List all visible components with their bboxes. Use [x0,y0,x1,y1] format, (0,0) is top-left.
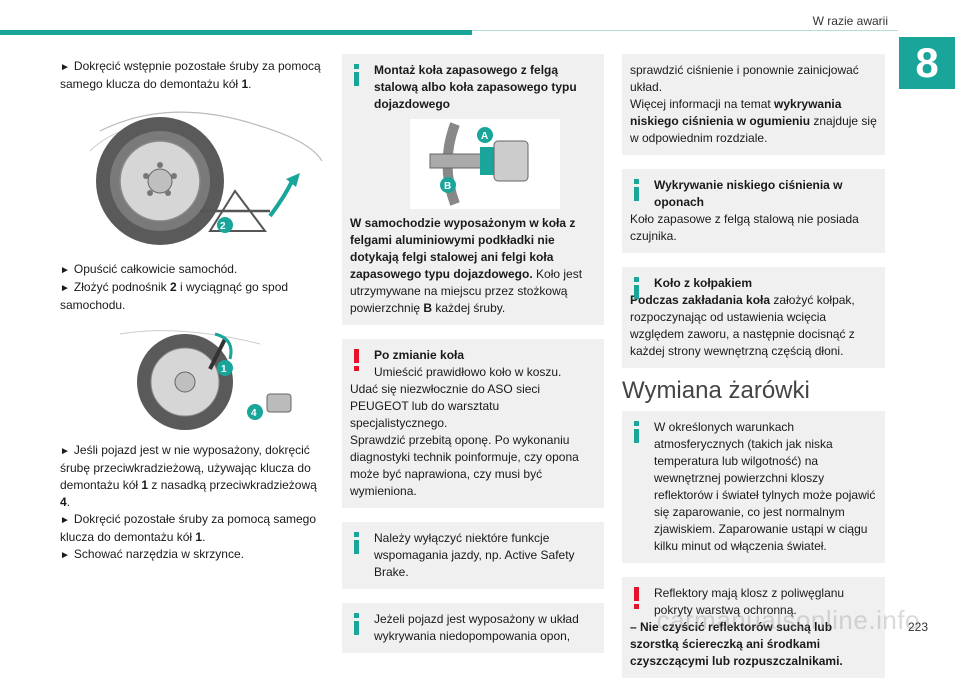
column-2: Montaż koła zapasowego z felgą stalową a… [342,54,604,667]
figure-bolt-washer: A B [410,119,560,209]
info-box-low-pressure: Wykrywanie niskiego ciśnienia w oponach … [622,169,885,253]
info-icon [354,64,359,86]
section-header: W razie awarii [812,14,888,28]
instruction-1: ►Dokręcić wstępnie pozostałe śruby za po… [60,59,321,91]
figure-label-2: 2 [220,221,226,232]
box-title: Montaż koła zapasowego z felgą stalową a… [374,63,577,111]
box-body: W określonych warunkach atmosferycznych … [654,420,876,553]
box-body: W samochodzie wyposażonym w koła z felga… [350,216,583,315]
section-heading: Wymiana żarówki [622,377,810,404]
top-accent-bar [0,30,472,35]
box-body: Należy wyłączyć niektóre funkcje wspomag… [374,531,575,579]
box-body: Koło zapasowe z felgą stalową nie posiad… [630,212,859,243]
instruction-6: ►Schować narzędzia w skrzynce. [60,547,244,561]
info-icon [354,532,359,554]
figure-label-b: B [444,181,452,192]
info-box-condensation: W określonych warunkach atmosferycznych … [622,411,885,563]
triangle-right-icon: ► [60,62,70,73]
box-title: Koło z kołpakiem [654,276,753,290]
triangle-right-icon: ► [60,515,70,526]
chapter-badge: 8 [899,37,955,89]
figure-wrench-antitheft: 1 4 [60,324,326,432]
info-icon [634,277,639,299]
column-3: sprawdzić ciśnienie i ponownie zainicjow… [622,54,885,692]
instruction-3: ►Złożyć podnośnik 2 i wyciągnąć go spod … [60,280,289,312]
box-body: Sprawdzić przebitą oponę. Po wykonaniu d… [350,433,579,498]
info-box-safety-brake: Należy wyłączyć niektóre funkcje wspomag… [342,522,604,589]
instruction-4: ►Jeśli pojazd jest w nie wyposażony, dok… [60,443,317,509]
box-body: Udać się niezwłocznie do ASO sieci PEUGE… [350,382,541,430]
figure-label-4: 4 [251,408,257,419]
info-icon [354,613,359,635]
box-body: sprawdzić ciśnienie i ponownie zainicjow… [630,63,859,94]
info-box-pressure-detection: Jeżeli pojazd jest wyposażony w układ wy… [342,603,604,653]
box-body: Reflektory mają klosz z poliwęglanu pokr… [654,586,845,617]
page-number: 223 [907,620,928,634]
box-body: Podczas zakładania koła założyć kołpak, … [630,293,855,358]
info-box-hubcap: Koło z kołpakiem Podczas zakładania koła… [622,267,885,368]
info-icon [634,179,639,201]
bolt-washer-illustration [429,122,529,206]
info-icon [634,421,639,443]
triangle-right-icon: ► [60,550,70,561]
top-thin-line [472,30,898,31]
column-1: ►Dokręcić wstępnie pozostałe śruby za po… [60,58,326,564]
exclamation-icon [354,349,359,371]
instruction-2: ►Opuścić całkowicie samochód. [60,262,238,276]
figure-label-a: A [481,131,489,142]
warning-box-after-change: Po zmianie koła Umieścić prawidłowo koło… [342,339,604,508]
instruction-5: ►Dokręcić pozostałe śruby za pomocą same… [60,512,317,544]
figure-jack-under-wheel: 2 [60,101,326,251]
triangle-right-icon: ► [60,265,70,276]
box-line: Umieścić prawidłowo koło w koszu. [374,365,562,379]
triangle-right-icon: ► [60,283,70,294]
watermark: carmanualsonline.info [656,605,920,635]
box-body: Więcej informacji na temat wykrywania ni… [630,97,877,145]
wheel-jack-illustration [89,111,323,245]
figure-label-1: 1 [221,364,227,375]
wheel-wrench-illustration [119,330,292,430]
triangle-right-icon: ► [60,446,70,457]
info-box-spare-mounting: Montaż koła zapasowego z felgą stalową a… [342,54,604,325]
exclamation-icon [634,587,639,609]
box-continued: sprawdzić ciśnienie i ponownie zainicjow… [622,54,885,155]
box-title: Po zmianie koła [374,348,465,362]
box-title: Wykrywanie niskiego ciśnienia w oponach [654,178,843,209]
